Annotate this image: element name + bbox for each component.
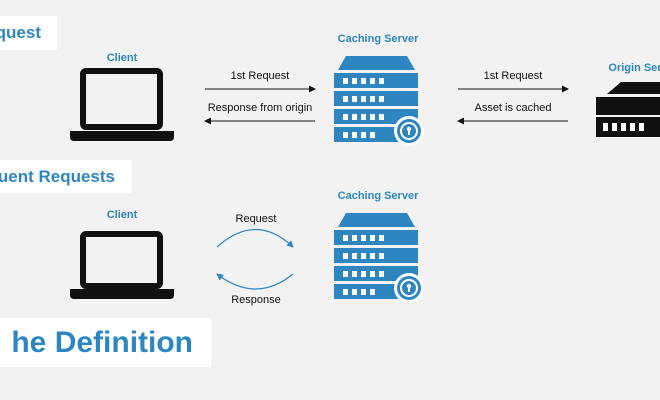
section-label-definition: he Definition <box>0 318 211 367</box>
top-arrow-label-client-to-cache: 1st Request <box>230 70 290 82</box>
bottom-client-label: Client <box>106 209 138 221</box>
bottom-request-label: Request <box>235 213 277 225</box>
bottom-client-laptop-icon <box>70 231 174 299</box>
bottom-request-curve-arrow <box>216 228 294 248</box>
section-label-first-request: quest <box>0 16 57 50</box>
top-client-laptop-icon <box>70 68 174 141</box>
top-caching-server-label: Caching Server <box>337 33 419 45</box>
top-arrow-label-origin-to-cache: Asset is cached <box>474 102 552 114</box>
top-origin-server-icon <box>596 82 660 137</box>
section-label-subsequent-requests: quent Requests <box>0 160 131 193</box>
top-arrow-label-cache-to-client: Response from origin <box>207 102 313 114</box>
top-caching-server-icon <box>334 56 424 146</box>
top-arrow-label-cache-to-origin: 1st Request <box>483 70 543 82</box>
bottom-response-curve-arrow <box>216 273 294 290</box>
bottom-response-label: Response <box>231 294 281 306</box>
bottom-caching-server-icon <box>334 213 424 303</box>
top-origin-server-label: Origin Ser <box>608 62 660 74</box>
bottom-caching-server-label: Caching Server <box>337 190 419 202</box>
top-client-label: Client <box>106 52 138 64</box>
